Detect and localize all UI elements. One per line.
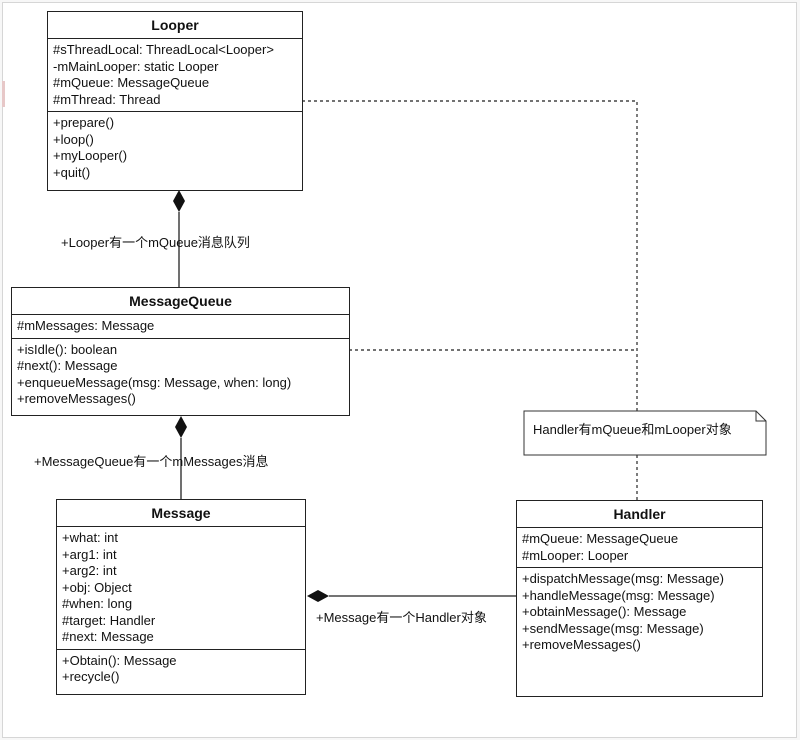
message-attributes: +what: int +arg1: int +arg2: int +obj: O… [57,527,305,650]
looper-class-name: Looper [48,12,302,39]
handler-attribute: #mQueue: MessageQueue [522,531,679,546]
queue-message-relation-label: +MessageQueue有一个mMessages消息 [34,454,269,469]
looper-queue-relation-label: +Looper有一个mQueue消息队列 [61,235,250,250]
handler-attribute: #mLooper: Looper [522,547,629,563]
looper-method: +loop() [53,131,94,147]
looper-composition-diamond [173,190,185,212]
message-class-name: Message [57,500,305,527]
message-queue-class-name: MessageQueue [12,288,349,315]
note-fold [755,411,766,422]
queue-composition-diamond [175,416,187,438]
message-composition-diamond [307,590,329,602]
looper-note-dashed-line [302,100,638,411]
message-queue-method: +enqueueMessage(msg: Message, when: long… [17,374,292,390]
looper-methods: +prepare() +loop() +myLooper() +quit() [48,112,302,184]
looper-class: Looper #sThreadLocal: ThreadLocal<Looper… [47,11,303,191]
handler-methods: +dispatchMessage(msg: Message) +handleMe… [517,568,762,704]
handler-method: +obtainMessage(): Message [522,604,687,619]
message-queue-methods: +isIdle(): boolean #next(): Message +enq… [12,339,349,411]
looper-attribute: #sThreadLocal: ThreadLocal<Looper> [53,42,274,57]
handler-note: Handler有mQueue和mLooper对象 [524,411,766,455]
looper-attributes: #sThreadLocal: ThreadLocal<Looper> -mMai… [48,39,302,112]
message-queue-attributes: #mMessages: Message [12,315,349,339]
note-shape [523,410,767,456]
message-methods: +Obtain(): Message +recycle() [57,650,305,689]
message-method: +Obtain(): Message [62,652,177,668]
looper-attribute: #mQueue: MessageQueue [53,75,210,90]
handler-method: +dispatchMessage(msg: Message) [522,571,724,586]
handler-method: +removeMessages() [522,637,641,652]
message-attribute: #when: long [62,596,133,611]
looper-attribute: -mMainLooper: static Looper [53,58,219,74]
message-class: Message +what: int +arg1: int +arg2: int… [56,499,306,695]
message-queue-method: #next(): Message [17,358,118,373]
handler-method: +sendMessage(msg: Message) [522,620,704,636]
handler-method: +handleMessage(msg: Message) [522,587,715,603]
message-attribute: +arg2: int [62,563,117,578]
handler-note-text: Handler有mQueue和mLooper对象 [533,422,732,437]
handler-attributes: #mQueue: MessageQueue #mLooper: Looper [517,528,762,568]
looper-method: +quit() [53,164,91,180]
handler-class: Handler #mQueue: MessageQueue #mLooper: … [516,500,763,697]
message-handler-relation-label: +Message有一个Handler对象 [316,610,487,625]
message-attribute: #target: Handler [62,612,156,628]
message-queue-method: +removeMessages() [17,391,136,406]
message-attribute: +arg1: int [62,546,117,562]
message-queue-method: +isIdle(): boolean [17,341,118,357]
edge-accent [2,81,5,107]
message-attribute: +what: int [62,530,119,545]
message-queue-attribute: #mMessages: Message [17,318,155,333]
handler-class-name: Handler [517,501,762,528]
looper-method: +myLooper() [53,148,128,163]
message-method: +recycle() [62,669,120,684]
message-attribute: +obj: Object [62,579,132,595]
message-attribute: #next: Message [62,629,154,644]
looper-attribute: #mThread: Thread [53,91,161,107]
message-queue-class: MessageQueue #mMessages: Message +isIdle… [11,287,350,416]
looper-method: +prepare() [53,115,115,130]
